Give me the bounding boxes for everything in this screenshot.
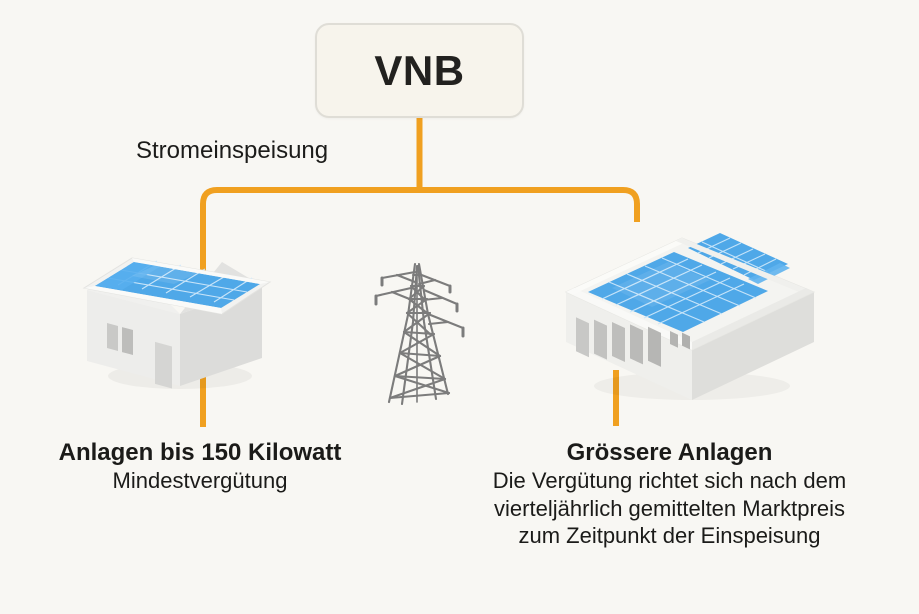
factory-window: [630, 324, 643, 365]
house-wall-right: [180, 286, 262, 386]
caption-right-subtitle: Die Vergütung richtet sich nach dem vier…: [420, 467, 919, 550]
factory-window: [594, 319, 607, 360]
caption-right-subtitle-line-2: vierteljährlich gemittelten Marktpreis: [494, 495, 845, 521]
factory-solar-array-main: [588, 252, 768, 332]
caption-right-subtitle-line-3: zum Zeitpunkt der Einspeisung: [518, 523, 821, 549]
factory-wall-left: [566, 292, 692, 400]
caption-right-subtitle-line-1: Die Vergütung richtet sich nach dem: [492, 468, 847, 494]
vnb-node-label: VNB: [374, 46, 465, 94]
vnb-node[interactable]: VNB: [315, 23, 524, 118]
house-window: [122, 327, 133, 356]
industrial-building-illustration: [552, 51, 824, 409]
factory-window: [648, 326, 661, 367]
factory-solar-panel-arrays: [588, 233, 790, 332]
factory-wall-right: [692, 292, 814, 400]
factory-window-small: [682, 332, 690, 350]
factory-window: [612, 321, 625, 363]
factory-window: [576, 317, 589, 358]
caption-left: Anlagen bis 150 Kilowatt Mindestvergütun…: [0, 438, 400, 495]
factory-window-small: [670, 331, 678, 348]
edge-label-stromeinspeisung: Stromeinspeisung: [136, 137, 329, 164]
house-with-solar-panels-illustration: [62, 148, 294, 401]
factory-solar-array-side: [748, 263, 790, 284]
house-solar-panel-secondary: [95, 262, 161, 290]
electricity-pylon-illustration: [362, 252, 478, 412]
pylon-lattice: [374, 262, 465, 406]
house-window: [107, 323, 118, 352]
house-window-left-group: [107, 323, 133, 356]
caption-right: Grössere Anlagen Die Vergütung richtet s…: [420, 438, 919, 550]
house-roof-fascia: [84, 286, 222, 314]
caption-left-subtitle: Mindestvergütung: [112, 468, 288, 494]
factory-solar-sheen-main: [612, 262, 710, 307]
factory-parapet-back-right: [676, 238, 814, 295]
house-roof-ridge: [132, 258, 270, 284]
caption-left-title: Anlagen bis 150 Kilowatt: [58, 439, 342, 466]
factory-parapet-front-right: [692, 288, 814, 350]
factory-window-left-group: [576, 317, 690, 367]
caption-right-title: Grössere Anlagen: [566, 439, 773, 466]
house-door: [155, 341, 172, 389]
factory-parapet-back-left: [566, 238, 688, 294]
